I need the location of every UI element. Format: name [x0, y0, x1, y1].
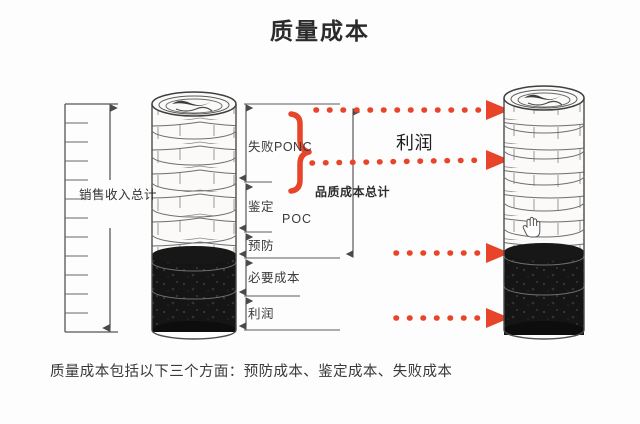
figure-caption: 质量成本包括以下三个方面：预防成本、鉴定成本、失败成本	[50, 364, 453, 380]
label-prevention: 预防	[248, 239, 275, 253]
ruler-scale-icon	[64, 103, 118, 333]
hand-cursor-icon	[522, 216, 541, 238]
red-dotted-arrow-icon	[309, 100, 510, 328]
label-failure-ponc: 失败PONC	[248, 140, 313, 154]
label-appraisal: 鉴定	[248, 200, 275, 214]
red-curly-brace-icon	[288, 111, 312, 194]
label-profit-segment: 利润	[248, 307, 275, 321]
page-title: 质量成本	[270, 18, 370, 44]
right-cylinder	[503, 85, 585, 340]
label-profit-arrow: 利润	[396, 133, 433, 153]
label-sales-total: 销售收入总计	[79, 188, 158, 202]
left-cylinder	[151, 91, 237, 340]
cost-segment-scale	[238, 103, 361, 331]
label-poc: POC	[282, 212, 313, 226]
label-necessary-cost: 必要成本	[248, 271, 301, 285]
label-quality-cost-total: 品质成本总计	[315, 185, 391, 199]
